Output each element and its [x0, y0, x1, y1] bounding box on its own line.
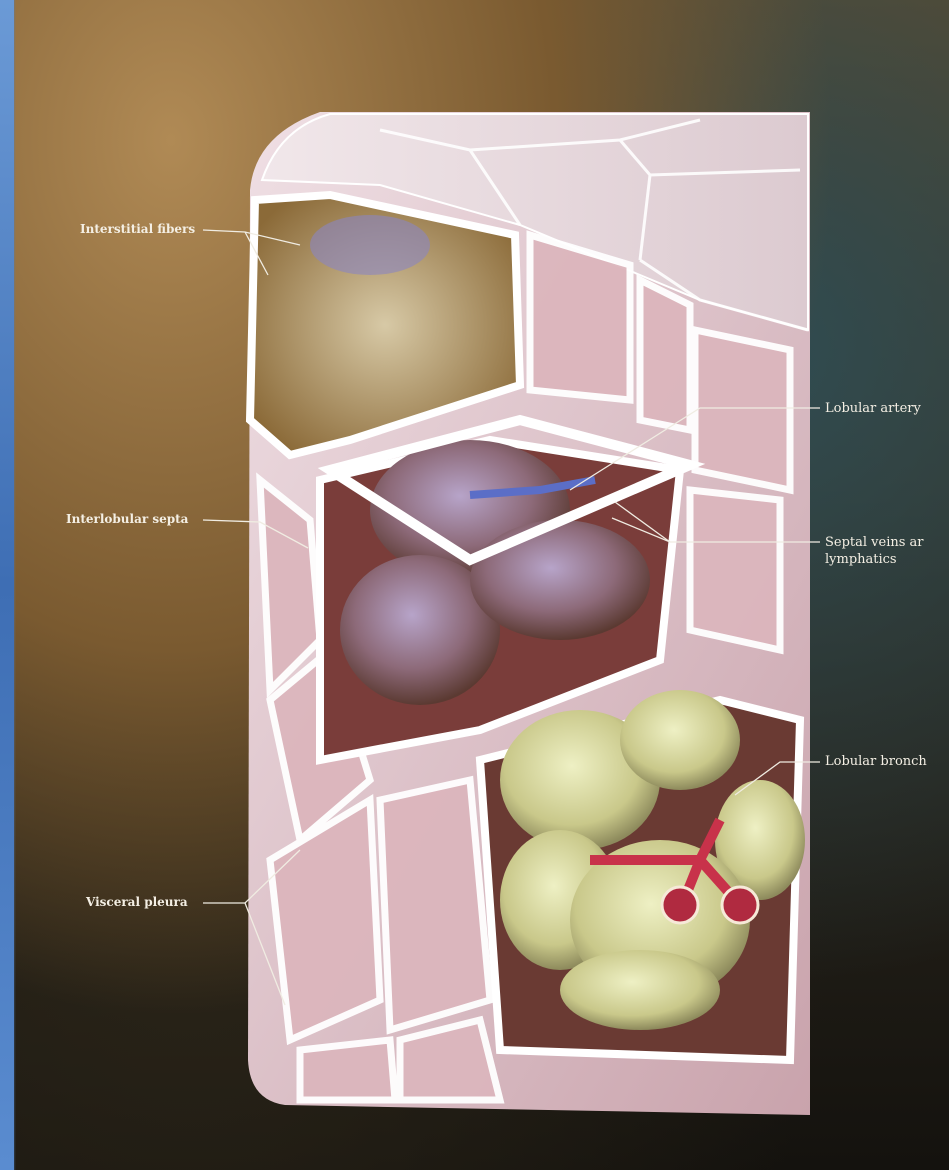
label-lobular-bronch: Lobular bronch [825, 754, 927, 769]
label-visceral-pleura: Visceral pleura [86, 895, 188, 910]
label-septal-veins-line1: Septal veins ar [825, 535, 924, 550]
lung-lobule-block [248, 112, 810, 1115]
label-interlobular-septa: Interlobular septa [66, 512, 188, 527]
label-interstitial-fibers: Interstitial fibers [80, 222, 195, 237]
label-septal-veins-line2: lymphatics [825, 552, 897, 567]
label-lobular-artery: Lobular artery [825, 401, 921, 416]
